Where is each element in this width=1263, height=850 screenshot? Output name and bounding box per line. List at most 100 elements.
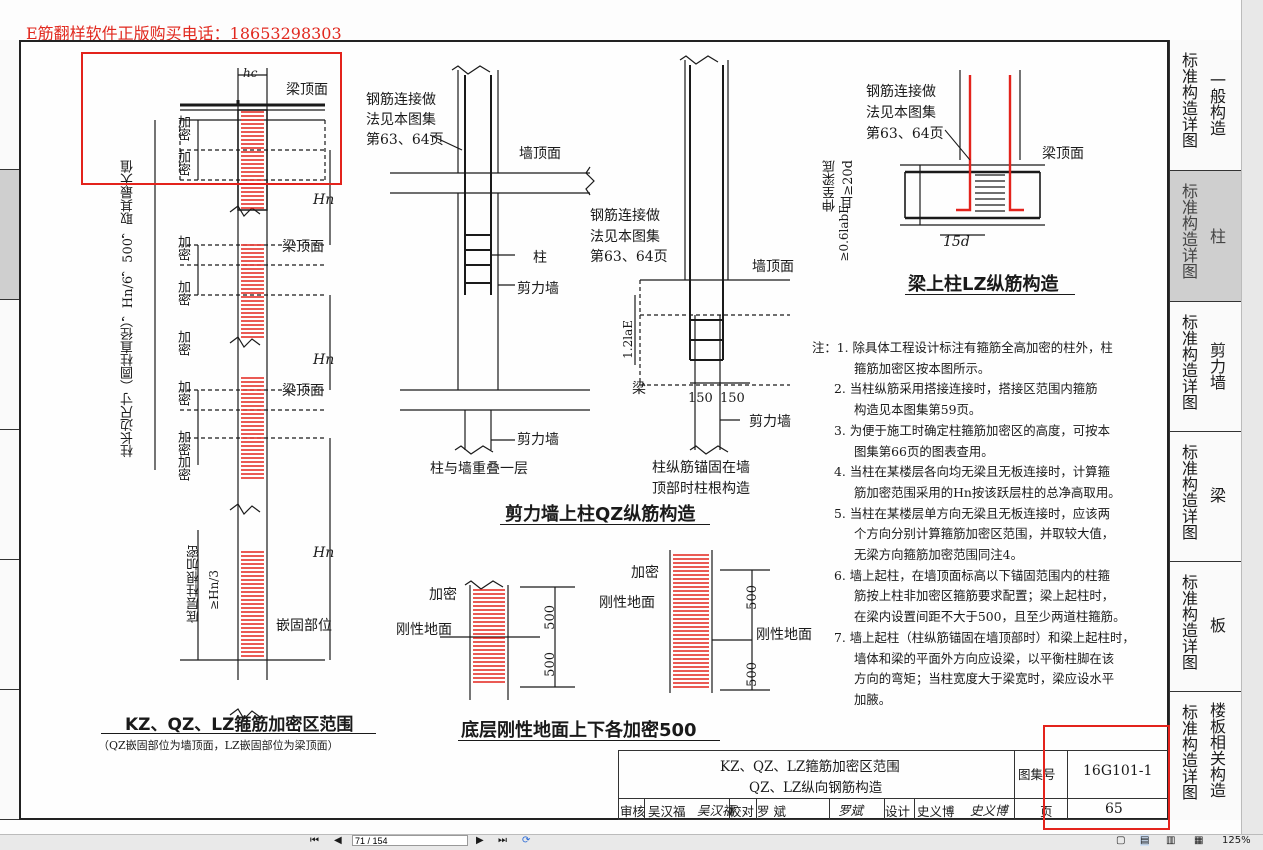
- tab-beam-head: 标准构造详图: [1179, 444, 1198, 540]
- fig3-d15: 15d: [943, 234, 970, 250]
- notes-block: 注：1. 除具体工程设计标注有箍筋全高加密的柱外，柱 箍筋加密区按本图所示。 2…: [812, 338, 1167, 711]
- fig2-b-note-2: 法见本图集: [590, 229, 660, 245]
- title-block-atlas-label: 图集号: [1018, 767, 1056, 782]
- fig1-bottom-text: 底层柱根加密: [187, 545, 202, 623]
- zoom-level[interactable]: 125%: [1222, 835, 1251, 846]
- refresh-icon[interactable]: ⟳: [522, 835, 531, 846]
- fig4-ground-b: 刚性地面: [599, 595, 655, 611]
- fig1-beam-top-3: 梁顶面: [282, 383, 324, 399]
- fig1-title: KZ、QZ、LZ箍筋加密区范围: [125, 715, 354, 735]
- note-line: 5. 当柱在某楼层单方向无梁且无板连接时，应该两: [834, 505, 1110, 521]
- fig1-dense-2: 加密: [175, 150, 190, 176]
- fig2-col-label: 柱: [533, 250, 547, 266]
- fig3-side-2: 且≥20d: [841, 160, 856, 209]
- fig2-note-1: 钢筋连接做: [366, 92, 436, 108]
- note-line: 构造见本图集第59页。: [854, 402, 982, 418]
- tab-slab[interactable]: 标准构造详图 板: [1170, 562, 1242, 692]
- highlight-box-atlas-no: [1043, 725, 1170, 830]
- title-block-design-label: 设计: [885, 804, 911, 819]
- tab-general[interactable]: 标准构造详图 一般构造: [1170, 40, 1242, 171]
- first-page-icon[interactable]: ⏮: [310, 835, 319, 846]
- fig1-dense-1: 加密: [175, 115, 190, 141]
- title-block-designer-sig: 史义博: [970, 803, 1008, 818]
- tab-beam[interactable]: 标准构造详图 梁: [1170, 432, 1242, 562]
- fig3-note-2: 法见本图集: [866, 105, 936, 121]
- fig2-shear-label: 剪力墙: [517, 281, 559, 297]
- fig2-caption-b1: 柱纵筋锚固在墙: [652, 460, 750, 476]
- fig2-b-wall-top: 墙顶面: [752, 259, 794, 275]
- note-line: 方向的弯矩；当柱宽度大于梁宽时，梁应设水平: [854, 671, 1115, 687]
- right-tab-strip: 标准构造详图 一般构造 标准构造详图 柱 标准构造详图 剪力墙 标准构造详图 梁…: [1169, 40, 1242, 820]
- right-scroll-gutter[interactable]: [1241, 0, 1263, 834]
- fig3-side-3: ≥0.6labE: [837, 205, 851, 262]
- fig2-shear-label-2: 剪力墙: [517, 432, 559, 448]
- note-line: 筋加密范围采用的Hn按该跃层柱的总净高取用。: [854, 484, 1121, 500]
- fig2-note-2: 法见本图集: [366, 112, 436, 128]
- fig2-caption-b2: 顶部时柱根构造: [652, 481, 750, 497]
- title-block-title-1: KZ、QZ、LZ箍筋加密区范围: [720, 759, 900, 775]
- fig2-lae: 1.2laE: [621, 320, 635, 359]
- note-line: 加腋。: [854, 691, 892, 707]
- two-page-icon[interactable]: ▥: [1166, 835, 1176, 846]
- note-line: 7. 墙上起柱（柱纵筋锚固在墙顶部时）和梁上起柱时，: [834, 629, 1135, 645]
- fig1-embed-label: 嵌固部位: [276, 618, 332, 634]
- fig4-drawing: [440, 550, 770, 700]
- tab-column[interactable]: 标准构造详图 柱: [1170, 171, 1242, 302]
- fig4-500c: 500: [745, 585, 760, 610]
- single-page-icon[interactable]: ▢: [1116, 835, 1126, 846]
- title-block-checker-sig: 罗斌: [838, 803, 864, 818]
- tab-shear-wall[interactable]: 标准构造详图 剪力墙: [1170, 302, 1242, 432]
- note-line: 6. 墙上起柱，在墙顶面标高以下锚固范围内的柱箍: [834, 567, 1110, 583]
- fig2-caption-a: 柱与墙重叠一层: [430, 461, 528, 477]
- fig4-500a: 500: [543, 605, 558, 630]
- left-tab-beam[interactable]: [0, 430, 19, 560]
- fig4-title: 底层刚性地面上下各加密500: [461, 720, 697, 741]
- page-number-input[interactable]: [352, 835, 468, 846]
- fig4-title-underline: [458, 740, 720, 741]
- tab-shear-wall-label: 剪力墙: [1207, 342, 1226, 390]
- fig3-drawing: [900, 70, 1045, 236]
- title-block-review-label: 审核: [620, 804, 646, 819]
- fig1-dense-3: 加密: [175, 235, 190, 261]
- fig4-500d: 500: [745, 662, 760, 687]
- fig1-subtitle: （QZ嵌固部位为墙顶面，LZ嵌固部位为梁顶面）: [98, 739, 339, 752]
- left-tab-general[interactable]: [0, 40, 19, 170]
- fig2-title: 剪力墙上柱QZ纵筋构造: [505, 504, 696, 525]
- tab-general-head: 标准构造详图: [1179, 52, 1198, 148]
- fig1-bottom-val: ≥Hn/3: [207, 570, 221, 610]
- note-line: 4. 当柱在某楼层各向均无梁且无板连接时，计算箍: [834, 464, 1110, 480]
- fig4-ground-c: 刚性地面: [756, 627, 812, 643]
- tab-column-head: 标准构造详图: [1179, 183, 1198, 279]
- fig1-hn-3: Hn: [313, 545, 335, 561]
- fig1-hc-label: hc: [243, 66, 258, 80]
- drawing-sheet: [19, 40, 1169, 820]
- left-tab-strip: [0, 40, 20, 820]
- left-tab-slab-related[interactable]: [0, 690, 19, 820]
- fig1-drawing: [154, 68, 331, 720]
- fig4-ground-a: 刚性地面: [396, 622, 452, 638]
- fig4-dense-b: 加密: [631, 565, 659, 581]
- fig3-title: 梁上柱LZ纵筋构造: [908, 274, 1059, 295]
- left-tab-column[interactable]: [0, 170, 19, 300]
- note-line: 注：1. 除具体工程设计标注有箍筋全高加密的柱外，柱: [812, 340, 1113, 355]
- fig4-dense-a: 加密: [429, 587, 457, 603]
- tab-slab-related[interactable]: 标准构造详图 楼板相关构造: [1170, 692, 1242, 820]
- fig1-dense-8: 加密: [175, 455, 190, 481]
- title-block-designer: 史义博: [917, 804, 955, 819]
- left-tab-slab[interactable]: [0, 560, 19, 690]
- note-line: 个方向分别计算箍筋加密区范围，并取较大值，: [854, 526, 1115, 542]
- fit-page-icon[interactable]: ▦: [1194, 835, 1204, 846]
- note-line: 3. 为便于施工时确定柱箍筋加密区的高度，可按本: [834, 422, 1110, 438]
- fig2-b-note-1: 钢筋连接做: [590, 208, 660, 224]
- left-tab-shear-wall[interactable]: [0, 300, 19, 430]
- fig1-dense-6: 加密: [175, 380, 190, 406]
- fig2-dim-150a: 150: [688, 391, 713, 406]
- fig4-500b: 500: [543, 652, 558, 677]
- next-page-icon[interactable]: ▶: [476, 835, 484, 846]
- continuous-page-icon[interactable]: ▤: [1140, 835, 1150, 846]
- note-line: 2. 当柱纵筋采用搭接连接时，搭接区范围内箍筋: [834, 381, 1098, 397]
- last-page-icon[interactable]: ⏭: [498, 835, 507, 846]
- prev-page-icon[interactable]: ◀: [334, 835, 342, 846]
- fig2-drawing: [390, 55, 790, 455]
